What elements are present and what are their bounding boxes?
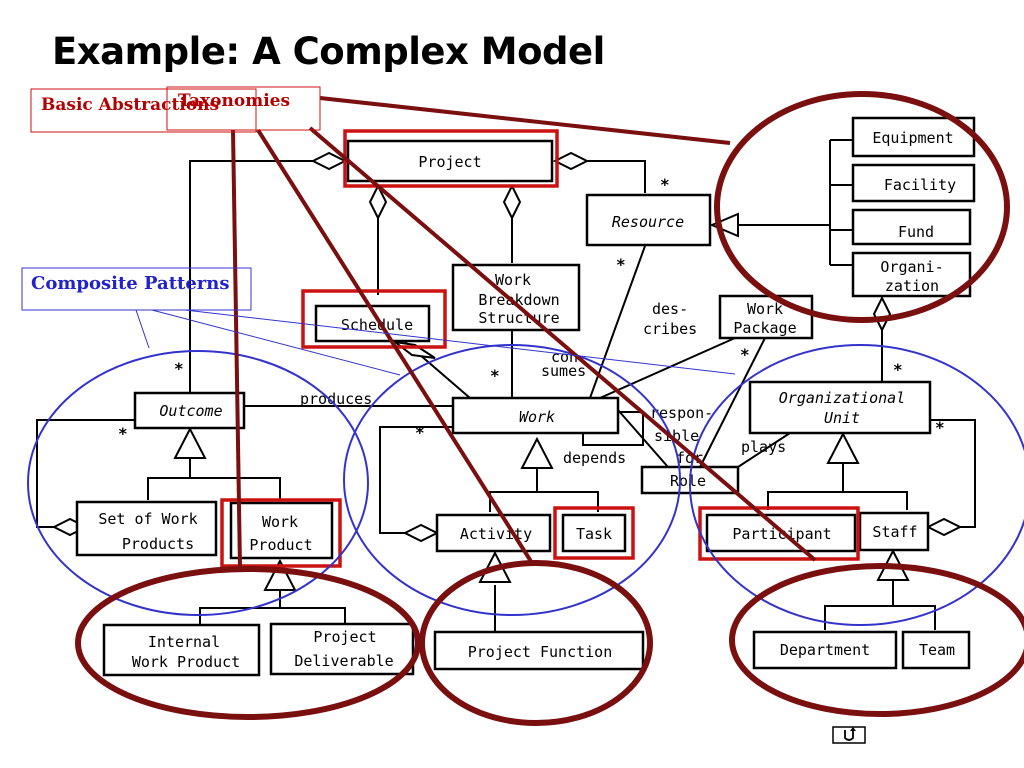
describes-label-2: cribes <box>643 320 697 338</box>
describes-label-1: des- <box>652 300 688 318</box>
class-label: Fund <box>898 223 934 241</box>
multiplicity-label: * <box>660 175 670 194</box>
consumes-label-1: con- <box>551 348 587 366</box>
composition-diamond-icon <box>402 523 440 543</box>
class-label: Work Product <box>132 653 240 671</box>
class-label: Work <box>495 271 531 289</box>
taxonomy-pointers <box>231 96 817 569</box>
class-activity: Activity <box>435 513 552 553</box>
multiplicity-label: * <box>415 423 425 442</box>
callout-composite-patterns: Composite Patterns <box>21 267 252 311</box>
composite-pointers <box>135 309 736 376</box>
return-arrow-icon[interactable] <box>832 726 866 744</box>
class-label: Work <box>519 408 555 426</box>
composition-diamond-icon <box>368 183 388 221</box>
class-label: zation <box>885 277 939 295</box>
class-label: Task <box>576 525 612 543</box>
class-label: Activity <box>460 525 532 543</box>
class-label: Product <box>249 536 312 554</box>
class-facility: Facility <box>851 163 976 203</box>
callout-label: Basic Abstractions <box>41 95 219 115</box>
class-label: Breakdown <box>478 291 559 309</box>
class-label: Internal <box>148 633 220 651</box>
class-organization: Organi- zation <box>851 251 972 298</box>
class-work-package: Work Package <box>718 294 814 340</box>
class-team: Team <box>901 630 971 670</box>
red-highlight-boxes <box>220 129 860 568</box>
class-label: Resource <box>612 213 684 231</box>
composition-diamond-icon <box>925 517 963 537</box>
callout-label: Taxonomies <box>178 91 290 111</box>
generalization-triangle-icon <box>709 212 739 238</box>
class-label: Equipment <box>872 129 953 147</box>
plays-label: plays <box>741 438 786 456</box>
multiplicity-label: * <box>935 418 945 437</box>
class-work: Work <box>451 396 620 435</box>
depends-label: depends <box>563 449 626 467</box>
responsible-label-3: for <box>676 449 703 467</box>
class-project-function: Project Function <box>433 630 645 671</box>
generalization-triangle-icon <box>826 431 860 464</box>
responsible-label-1: respon- <box>650 404 713 422</box>
class-label: Structure <box>478 309 559 327</box>
class-label: Work <box>747 300 783 318</box>
generalization-triangle-icon <box>173 426 207 459</box>
generalization-triangle-icon <box>263 558 297 591</box>
class-label: Deliverable <box>294 652 393 670</box>
multiplicity-label: * <box>490 366 500 385</box>
association-labels: produces des- cribes con- sumes respon- … <box>118 175 945 467</box>
class-boxes: Project Resource Equipment Facility Fund… <box>75 116 976 677</box>
composition-diamond-icon <box>872 295 892 333</box>
slide-title: Example: A Complex Model <box>52 30 605 73</box>
class-label: Organi- <box>880 258 943 276</box>
consumes-label-2: sumes <box>541 362 586 380</box>
generalization-triangle-icon <box>520 436 554 469</box>
callout-taxonomies: Taxonomies <box>166 86 321 131</box>
callout-label: Composite Patterns <box>31 273 229 294</box>
class-label: Schedule <box>341 316 413 334</box>
class-label: Set of Work <box>98 510 197 528</box>
callout-basic-abstractions: Basic Abstractions <box>30 88 257 133</box>
class-label: Role <box>670 472 706 490</box>
class-wbs: Work Breakdown Structure <box>451 263 581 332</box>
class-label: Project Function <box>468 643 613 661</box>
class-internal-work-product: Internal Work Product <box>102 623 261 677</box>
class-project: Project <box>346 139 554 183</box>
class-label: Staff <box>872 523 917 541</box>
class-organizational-unit: Organizational Unit <box>748 380 932 435</box>
class-label: Package <box>733 319 796 337</box>
class-work-product: Work Product <box>229 501 334 560</box>
class-label: Organizational <box>779 389 905 407</box>
class-department: Department <box>752 630 898 670</box>
class-task: Task <box>561 513 627 553</box>
class-label: Facility <box>884 176 956 194</box>
class-label: Products <box>122 535 194 553</box>
composition-diamond-icon <box>502 183 522 221</box>
produces-label: produces <box>300 390 372 408</box>
class-label: Project <box>313 628 376 646</box>
composite-pattern-ovals <box>27 344 1024 626</box>
taxonomy-ovals <box>75 91 1024 726</box>
class-resource: Resource <box>585 193 712 247</box>
class-label: Project <box>418 153 481 171</box>
class-fund: Fund <box>851 208 972 246</box>
class-label: Department <box>780 641 870 659</box>
class-set-of-work-products: Set of Work Products <box>75 500 218 557</box>
multiplicity-label: * <box>893 360 903 379</box>
multiplicity-label: * <box>118 424 128 443</box>
composition-diamond-icon <box>552 151 590 171</box>
multiplicity-label: * <box>616 255 626 274</box>
multiplicity-label: * <box>174 359 184 378</box>
class-outcome: Outcome <box>133 391 246 430</box>
multiplicity-label: * <box>740 345 750 364</box>
class-equipment: Equipment <box>851 116 976 158</box>
class-project-deliverable: Project Deliverable <box>269 622 415 676</box>
class-staff: Staff <box>858 511 930 552</box>
class-label: Outcome <box>159 402 222 420</box>
class-label: Team <box>919 641 955 659</box>
class-label: Unit <box>824 409 860 427</box>
class-label: Work <box>262 513 298 531</box>
